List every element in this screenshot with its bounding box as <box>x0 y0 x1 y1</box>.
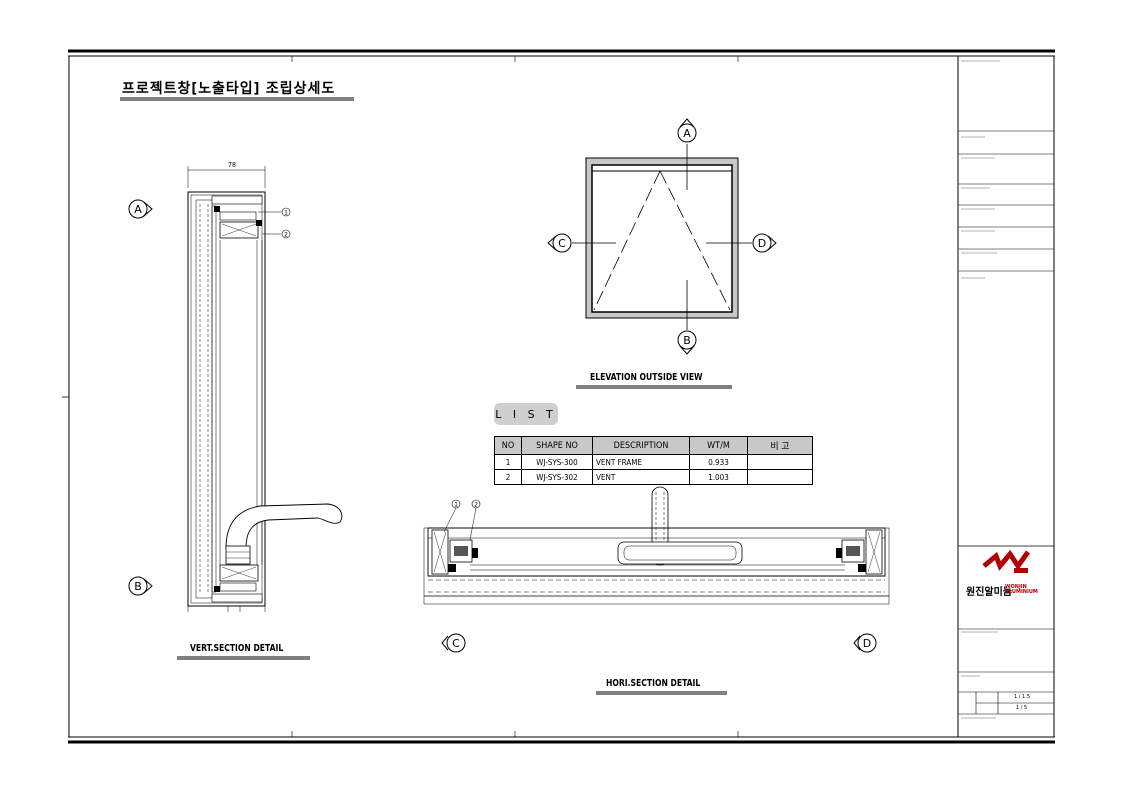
cell-description: VENT <box>592 469 690 485</box>
dimension-label: 78 <box>228 161 237 169</box>
horizontal-section: 1 2 <box>423 486 890 605</box>
col-note: 비 고 <box>747 436 813 455</box>
list-badge: L I S T <box>494 403 558 425</box>
company-logo-english: WONJIN ALUMINIUM <box>1005 584 1038 595</box>
cell-description: VENT FRAME <box>592 454 690 470</box>
cell-note <box>747 469 813 485</box>
cell-weight: 1.003 <box>689 469 748 485</box>
section-marker-a-elevation: A <box>677 118 697 143</box>
caption-elevation: ELEVATION OUTSIDE VIEW <box>590 372 703 383</box>
svg-text:D: D <box>758 237 766 250</box>
cell-no: 2 <box>494 469 522 485</box>
caption-horizontal-section: HORI.SECTION DETAIL <box>606 678 701 689</box>
table-row: 1 WJ-SYS-300 VENT FRAME 0.933 <box>494 454 813 470</box>
cell-shape: WJ-SYS-300 <box>521 454 593 470</box>
title-underline <box>120 97 354 101</box>
svg-text:1: 1 <box>454 502 458 509</box>
caption-underline-horizontal <box>596 691 727 695</box>
scale-value-2: 1 / 5 <box>1016 705 1028 711</box>
col-shape: SHAPE NO <box>521 436 593 455</box>
vertical-section: 1 2 <box>187 166 343 612</box>
section-marker-d-horizontal: D <box>853 633 877 653</box>
svg-text:C: C <box>452 637 460 650</box>
svg-text:A: A <box>134 203 142 216</box>
section-marker-d-elevation: D <box>752 233 777 253</box>
sheet-border <box>62 49 1055 744</box>
caption-vertical-section: VERT.SECTION DETAIL <box>190 643 284 654</box>
caption-underline-vertical <box>177 656 310 660</box>
parts-table: NO SHAPE NO DESCRIPTION WT/M 비 고 1 WJ-SY… <box>494 436 813 485</box>
section-marker-b-vertical: B <box>128 576 153 596</box>
col-weight: WT/M <box>689 436 748 455</box>
col-no: NO <box>494 436 522 455</box>
scale-value-1: 1 / 1.5 <box>1014 694 1030 700</box>
svg-text:2: 2 <box>284 232 288 239</box>
parts-table-header: NO SHAPE NO DESCRIPTION WT/M 비 고 <box>494 436 813 455</box>
section-marker-a-vertical: A <box>128 199 153 219</box>
caption-underline-elevation <box>576 385 732 389</box>
svg-text:A: A <box>683 127 691 140</box>
section-marker-c-horizontal: C <box>441 633 466 653</box>
svg-text:1: 1 <box>284 210 288 217</box>
svg-text:B: B <box>683 334 691 347</box>
cell-no: 1 <box>494 454 522 470</box>
svg-text:C: C <box>558 237 566 250</box>
col-description: DESCRIPTION <box>592 436 690 455</box>
cell-weight: 0.933 <box>689 454 748 470</box>
elevation-view <box>572 144 752 330</box>
cell-note <box>747 454 813 470</box>
drawing-title: 프로젝트창[노출타입] 조립상세도 <box>122 81 336 97</box>
svg-text:B: B <box>134 580 142 593</box>
section-marker-b-elevation: B <box>677 330 697 355</box>
title-block <box>958 60 1054 719</box>
company-logo-korean: 원진알미늄 <box>966 587 1012 598</box>
cell-shape: WJ-SYS-302 <box>521 469 593 485</box>
svg-text:D: D <box>863 637 871 650</box>
section-marker-c-elevation: C <box>547 233 572 253</box>
table-row: 2 WJ-SYS-302 VENT 1.003 <box>494 469 813 485</box>
svg-text:2: 2 <box>474 502 478 509</box>
